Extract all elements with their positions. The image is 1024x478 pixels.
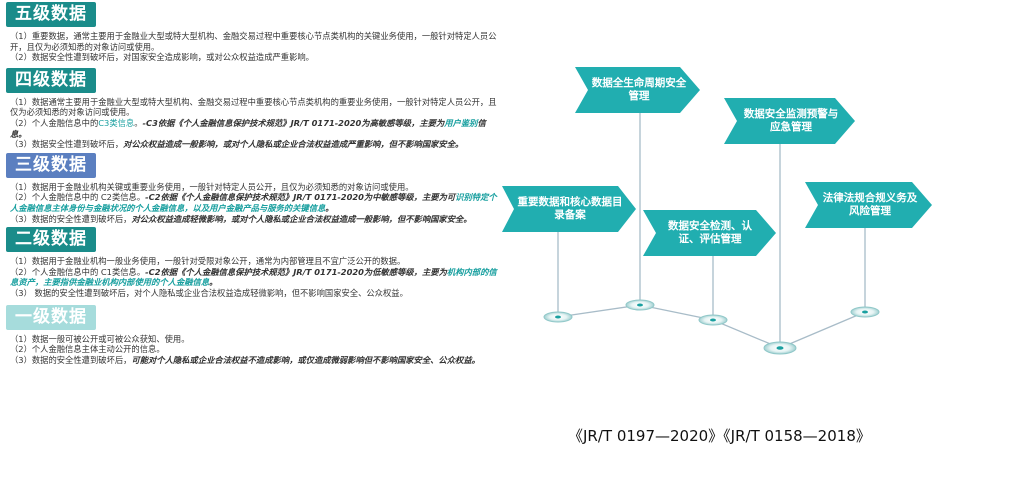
level-2-c1-highlight: 机构内部的信息资产，主要指供金融业机构内部使用的个人金融信息 — [10, 266, 497, 288]
level-5-line-1: （1）重要数据，通常主要用于金融业大型或特大型机构、金融交易过程中重要核心节点类… — [10, 31, 497, 52]
level-2-line-1: （1）数据用于金融业机构一般业务使用，一般针对受限对象公开，通常为内部管理且不宜… — [10, 256, 406, 267]
level-3-line-3: （3）数据的安全性遭到破坏后，对公众权益造成轻微影响，或对个人隐私或企业合法权益… — [10, 214, 500, 225]
nodes — [543, 299, 880, 355]
level-4-line-1: （1）数据通常主要用于金融业大型或特大型机构、金融交易过程中重要核心节点类机构的… — [10, 96, 497, 118]
level-4-line-2c: 。 — [134, 117, 143, 128]
level-3-line-2: （2）个人金融信息中的 C2类信息。-C2依据《个人金融信息保护技术规范》JR/… — [10, 192, 500, 213]
arrow-shape-5 — [805, 182, 932, 228]
level-4-line-3a: （3）数据安全性遭到破坏后， — [10, 139, 124, 150]
level-5-body: （1）重要数据，通常主要用于金融业大型或特大型机构、金融交易过程中重要核心节点类… — [10, 31, 500, 63]
level-2-line-3: （3） 数据的安全性遭到破坏后，对个人隐私或企业合法权益造成轻微影响，但不影响国… — [10, 287, 408, 298]
level-3-line-2d: 。 — [325, 202, 334, 213]
level-1: 一级数据 （1）数据一般可被公开或可被公众获知、使用。 （2）个人金融信息主体主… — [6, 304, 506, 366]
diagram-connectors — [502, 67, 932, 355]
level-3-line-3b: 对公众权益造成轻微影响，或对个人隐私或企业合法权益造成一般影响，但不影响国家安全… — [131, 213, 472, 224]
level-2-body: （1）数据用于金融业机构一般业务使用，一般针对受限对象公开，通常为内部管理且不宜… — [10, 256, 500, 298]
level-1-line-3b: 可能对个人隐私或企业合法权益不造成影响，或仅造成微弱影响但不影响国家安全、公众权… — [131, 354, 480, 365]
arrow-monitoring: 数据安全监测预警与应急管理 — [743, 108, 839, 133]
level-1-title: 一级数据 — [6, 304, 96, 330]
level-4-line-2a: （2）个人金融信息中的 — [10, 117, 99, 128]
level-3-c2-note: -C2依据《个人金融信息保护技术规范》JR/T 0171-2020为中敏感等级，… — [145, 192, 456, 203]
arrow-shape-3 — [502, 186, 636, 232]
level-5: 五级数据 （1）重要数据，通常主要用于金融业大型或特大型机构、金融交易过程中重要… — [6, 2, 506, 63]
level-3-title: 三级数据 — [6, 152, 96, 178]
level-3-c2-highlight: 识别特定个人金融信息主体身份与金融状况的个人金融信息，以及用户金融产品与服务的关… — [10, 192, 497, 213]
level-4-c3-note: -C3依据《个人金融信息保护技术规范》JR/T 0171-2020为高敏感等级，… — [142, 117, 445, 128]
level-3-line-2a: （2）个人金融信息中的 C2类信息。 — [10, 192, 146, 203]
level-4-line-2: （2）个人金融信息中的C3类信息。-C3依据《个人金融信息保护技术规范》JR/T… — [10, 118, 500, 139]
level-3-body: （1）数据用于金融业机构关键或重要业务使用，一般针对特定人员公开，且仅为必须知悉… — [10, 182, 500, 224]
level-1-line-1: （1）数据一般可被公开或可被公众获知、使用。 — [10, 333, 190, 344]
arrow-shape-1 — [575, 67, 700, 113]
arrow-lifecycle: 数据全生命周期安全管理 — [591, 77, 687, 102]
level-2-line-2d: 。 — [209, 277, 218, 288]
standard-reference: 《JR/T 0197—2020》《JR/T 0158—2018》 — [568, 427, 871, 445]
level-3: 三级数据 （1）数据用于金融业机构关键或重要业务使用，一般针对特定人员公开，且仅… — [6, 152, 506, 224]
level-2-line-2a: （2）个人金融信息中的 C1类信息。 — [10, 266, 146, 277]
level-3-line-3a: （3）数据的安全性遭到破坏后， — [10, 213, 132, 224]
level-4-line-3: （3）数据安全性遭到破坏后，对公众权益造成一般影响，或对个人隐私或企业合法权益造… — [10, 139, 500, 150]
level-3-line-1: （1）数据用于金融业机构关键或重要业务使用，一般针对特定人员公开，且仅为必须知悉… — [10, 181, 414, 192]
level-4-c3-label: C3类信息 — [98, 117, 135, 128]
level-1-line-2: （2）个人金融信息主体主动公开的信息。 — [10, 344, 165, 355]
management-diagram: 数据全生命周期安全管理 数据安全监测预警与应急管理 重要数据和核心数据目录备案 … — [500, 0, 1024, 478]
arrow-testing-certification: 数据安全检测、认证、评估管理 — [668, 220, 752, 245]
level-5-title: 五级数据 — [6, 2, 96, 27]
level-4: 四级数据 （1）数据通常主要用于金融业大型或特大型机构、金融交易过程中重要核心节… — [6, 67, 506, 150]
arrow-shape-4 — [643, 210, 776, 256]
level-2-title: 二级数据 — [6, 227, 96, 253]
arrow-compliance: 法律法规合规义务及风险管理 — [822, 192, 918, 217]
level-4-auth-info: 用户鉴别 — [444, 117, 478, 128]
level-4-line-3b: 对公众权益造成一般影响，或对个人隐私或企业合法权益造成严重影响，但不影响国家安全… — [123, 139, 464, 150]
level-2-line-2: （2）个人金融信息中的 C1类信息。-C2依据《个人金融信息保护技术规范》JR/… — [10, 267, 500, 288]
level-1-body: （1）数据一般可被公开或可被公众获知、使用。 （2）个人金融信息主体主动公开的信… — [10, 334, 500, 366]
level-4-line-2f: 信息。 — [10, 117, 486, 139]
level-5-line-2: （2）数据安全性遭到破坏后，对国家安全造成影响，或对公众权益造成严重影响。 — [10, 52, 314, 63]
level-1-line-3a: （3）数据的安全性遭到破坏后， — [10, 354, 132, 365]
classification-list: 五级数据 （1）重要数据，通常主要用于金融业大型或特大型机构、金融交易过程中重要… — [6, 2, 506, 365]
level-4-body: （1）数据通常主要用于金融业大型或特大型机构、金融交易过程中重要核心节点类机构的… — [10, 97, 500, 150]
arrow-shape-2 — [724, 98, 855, 144]
level-1-line-3: （3）数据的安全性遭到破坏后，可能对个人隐私或企业合法权益不造成影响，或仅造成微… — [10, 355, 500, 366]
level-2-c1-note: -C2依据《个人金融信息保护技术规范》JR/T 0171-2020为低敏感等级，… — [145, 266, 447, 277]
base-line — [557, 304, 866, 349]
arrow-catalog-filing: 重要数据和核心数据目录备案 — [517, 196, 623, 221]
level-2: 二级数据 （1）数据用于金融业机构一般业务使用，一般针对受限对象公开，通常为内部… — [6, 227, 506, 298]
level-4-title: 四级数据 — [6, 67, 96, 93]
